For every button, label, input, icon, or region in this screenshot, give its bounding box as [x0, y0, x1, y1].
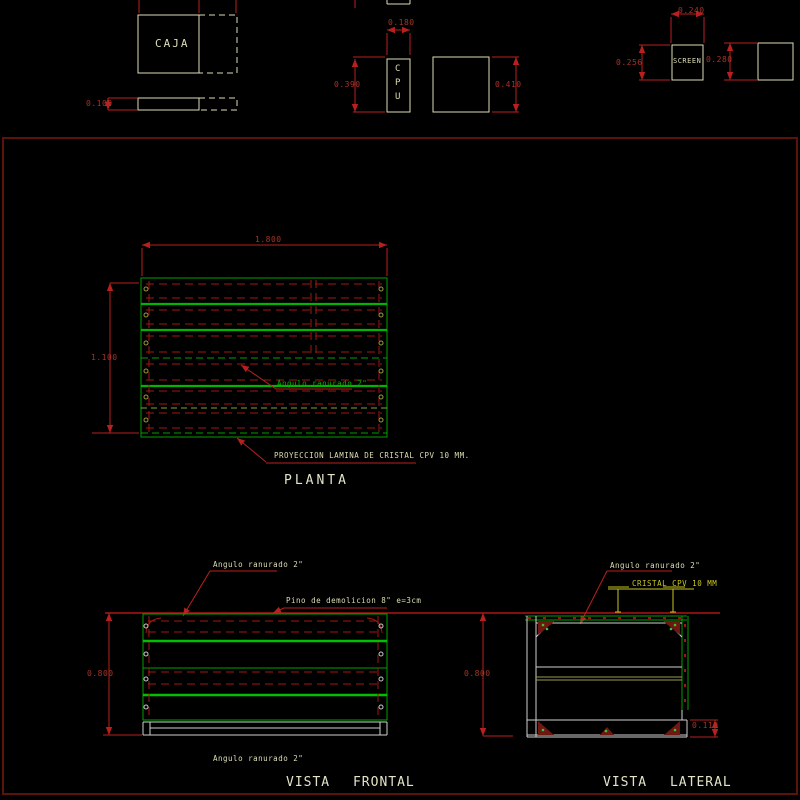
screen-view: [671, 42, 794, 81]
caja-height-dim: 0.100: [86, 99, 113, 108]
sheet-frame: [2, 137, 798, 795]
monitor-height-dim: 0.410: [495, 80, 522, 89]
planta-title: PLANTA: [284, 473, 349, 488]
lateral-height-dim: 0.800: [464, 669, 491, 678]
lateral-base-height-dim: 0.110: [692, 721, 719, 730]
screen-left-height-dim: 0.256: [616, 58, 643, 67]
cpu-letter-u: U: [395, 92, 401, 102]
monitor-box: [432, 56, 490, 113]
frontal-base: [142, 721, 388, 736]
corner-braces: [538, 621, 680, 735]
planta-leaders: [236, 364, 416, 464]
caja-label: CAJA: [155, 37, 190, 50]
screen-width-dim: 0.240: [678, 6, 705, 15]
screen-label: SCREEN: [673, 57, 702, 65]
planta-width-dim: 1.800: [255, 235, 282, 244]
cpu-height-dim: 0.390: [334, 80, 361, 89]
caja-dimensions: [104, 0, 237, 111]
vista-frontal-view: [103, 570, 388, 736]
cpu-dimensions: [351, 0, 520, 113]
frontal-angulo-bottom-annotation: Angulo ranurado 2": [213, 754, 304, 763]
caja-section: [137, 97, 200, 111]
screen-side-box: [757, 42, 794, 81]
planta-proyeccion-annotation: PROYECCION LAMINA DE CRISTAL CPV 10 MM.: [274, 451, 470, 460]
screen-dimensions: [638, 10, 758, 81]
screen-box: [671, 44, 704, 81]
cpu-view: [386, 0, 490, 113]
cpu-box: [386, 58, 411, 113]
frontal-pino-annotation: Pino de demolicion 8" e=3cm: [286, 596, 422, 605]
caja-box: [137, 14, 200, 74]
vista-lateral-title: VISTA LATERAL: [603, 775, 732, 790]
frontal-height-dim: 0.800: [87, 669, 114, 678]
vista-frontal-title: VISTA FRONTAL: [286, 775, 415, 790]
vista-lateral-view: [479, 570, 719, 738]
planta-angulo-annotation: Angulo ranurado 2": [277, 379, 368, 388]
lateral-angulo-annotation: Angulo ranurado 2": [610, 561, 701, 570]
frontal-angulo-top-annotation: Angulo ranurado 2": [213, 560, 304, 569]
planta-view: [92, 241, 416, 464]
cpu-letter-c: C: [395, 64, 401, 74]
cpu-letter-p: P: [395, 78, 401, 88]
planta-height-dim: 1.100: [91, 353, 118, 362]
lateral-cristal-annotation: CRISTAL CPV 10 MM: [632, 579, 718, 588]
cpu-width-dim: 0.180: [388, 18, 415, 27]
screen-right-height-dim: 0.280: [706, 55, 733, 64]
caja-view: [137, 14, 238, 111]
cristal-symbol: [608, 586, 694, 613]
